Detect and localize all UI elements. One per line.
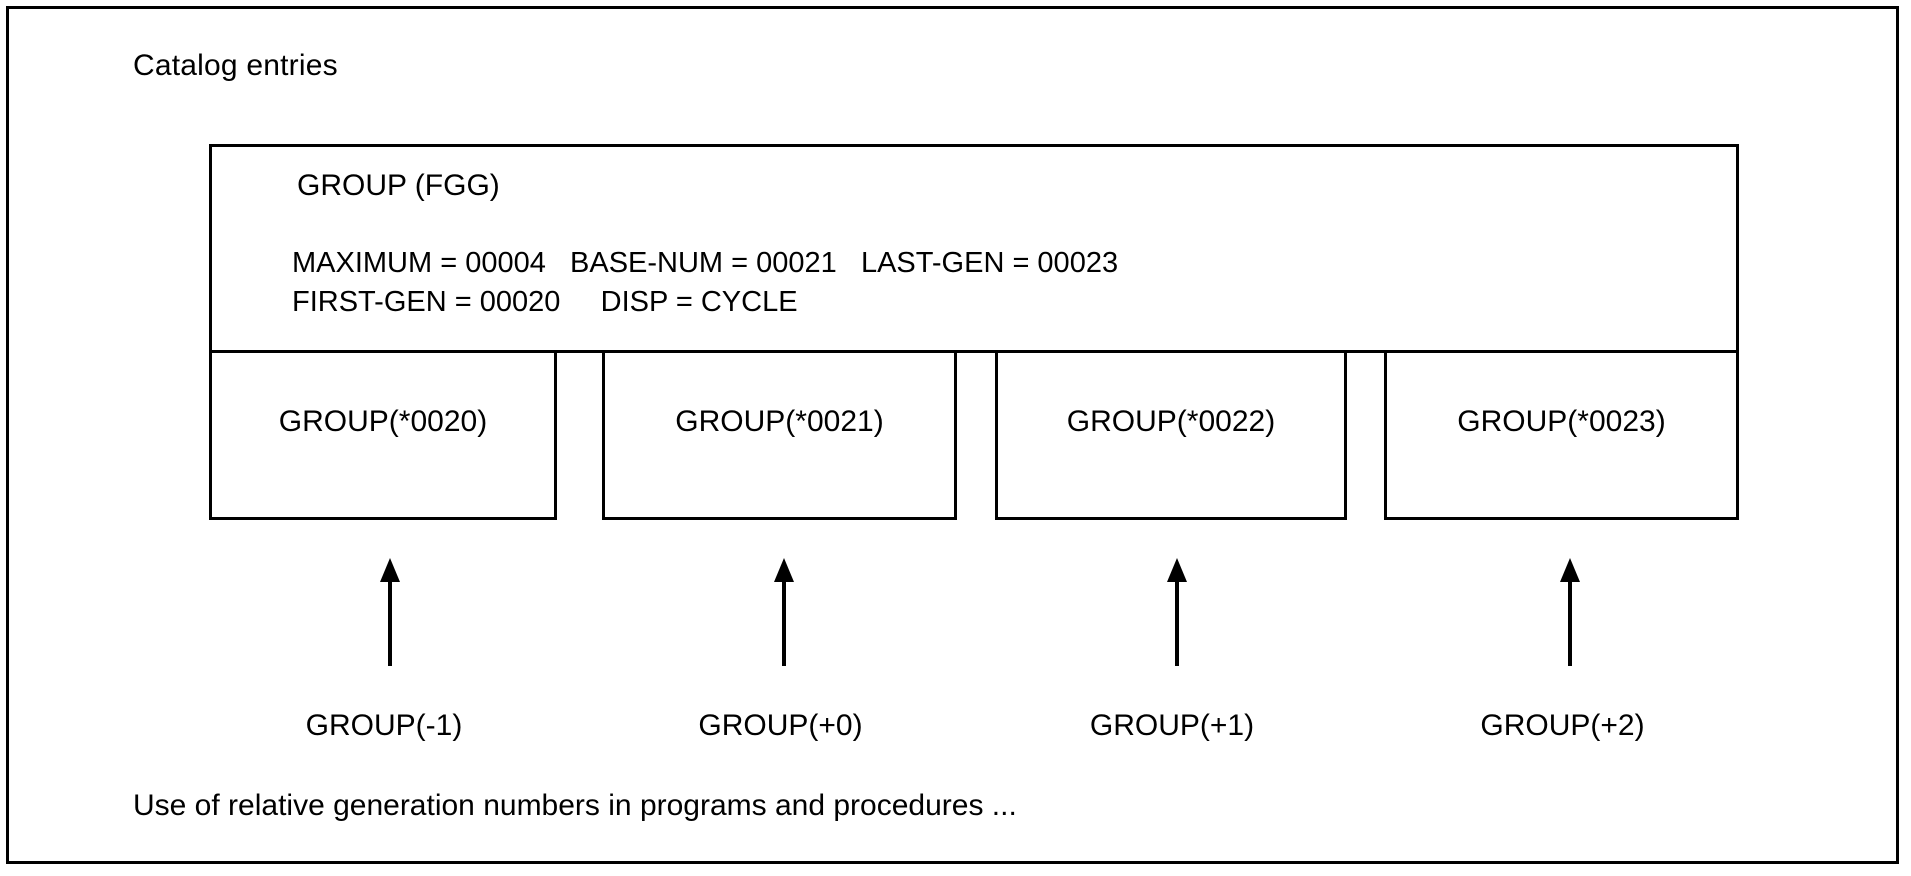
catalog-attributes-line-2: FIRST-GEN = 00020 DISP = CYCLE [292, 286, 798, 318]
figure-border: Catalog entries GROUP (FGG) MAXIMUM = 00… [6, 6, 1899, 864]
generation-box-1: GROUP(*0021) [602, 350, 957, 520]
generation-arrow-1 [771, 558, 797, 666]
generation-box-row: GROUP(*0020) GROUP(*0021) GROUP(*0022) G… [209, 350, 1739, 520]
arrow-shaft [1568, 576, 1572, 666]
catalog-attributes-line-1: MAXIMUM = 00004 BASE-NUM = 00021 LAST-GE… [292, 247, 1119, 279]
generation-box-3: GROUP(*0023) [1384, 350, 1739, 520]
arrow-head-icon [1560, 558, 1580, 582]
arrow-head-icon [774, 558, 794, 582]
relative-generation-label-0: GROUP(-1) [305, 709, 463, 742]
generation-box-0: GROUP(*0020) [209, 350, 557, 520]
generation-label-3: GROUP(*0023) [1457, 405, 1666, 438]
relative-generation-label-3: GROUP(+2) [1480, 709, 1645, 742]
generation-label-1: GROUP(*0021) [675, 405, 884, 438]
generation-arrow-3 [1557, 558, 1583, 666]
generation-arrow-0 [377, 558, 403, 666]
generation-label-2: GROUP(*0022) [1066, 405, 1276, 438]
generation-box-2: GROUP(*0022) [995, 350, 1347, 520]
relative-generation-label-2: GROUP(+1) [1089, 709, 1255, 742]
arrow-shaft [782, 576, 786, 666]
relative-generation-label-1: GROUP(+0) [698, 709, 863, 742]
generation-arrow-2 [1164, 558, 1190, 666]
figure-caption: Use of relative generation numbers in pr… [133, 789, 1017, 822]
catalog-entry-title: GROUP (FGG) [297, 169, 500, 202]
arrow-shaft [1175, 576, 1179, 666]
arrow-shaft [388, 576, 392, 666]
generation-label-0: GROUP(*0020) [278, 405, 488, 438]
figure-heading: Catalog entries [133, 49, 338, 82]
catalog-entry-box: GROUP (FGG) MAXIMUM = 00004 BASE-NUM = 0… [209, 144, 1739, 353]
arrow-head-icon [380, 558, 400, 582]
arrow-head-icon [1167, 558, 1187, 582]
